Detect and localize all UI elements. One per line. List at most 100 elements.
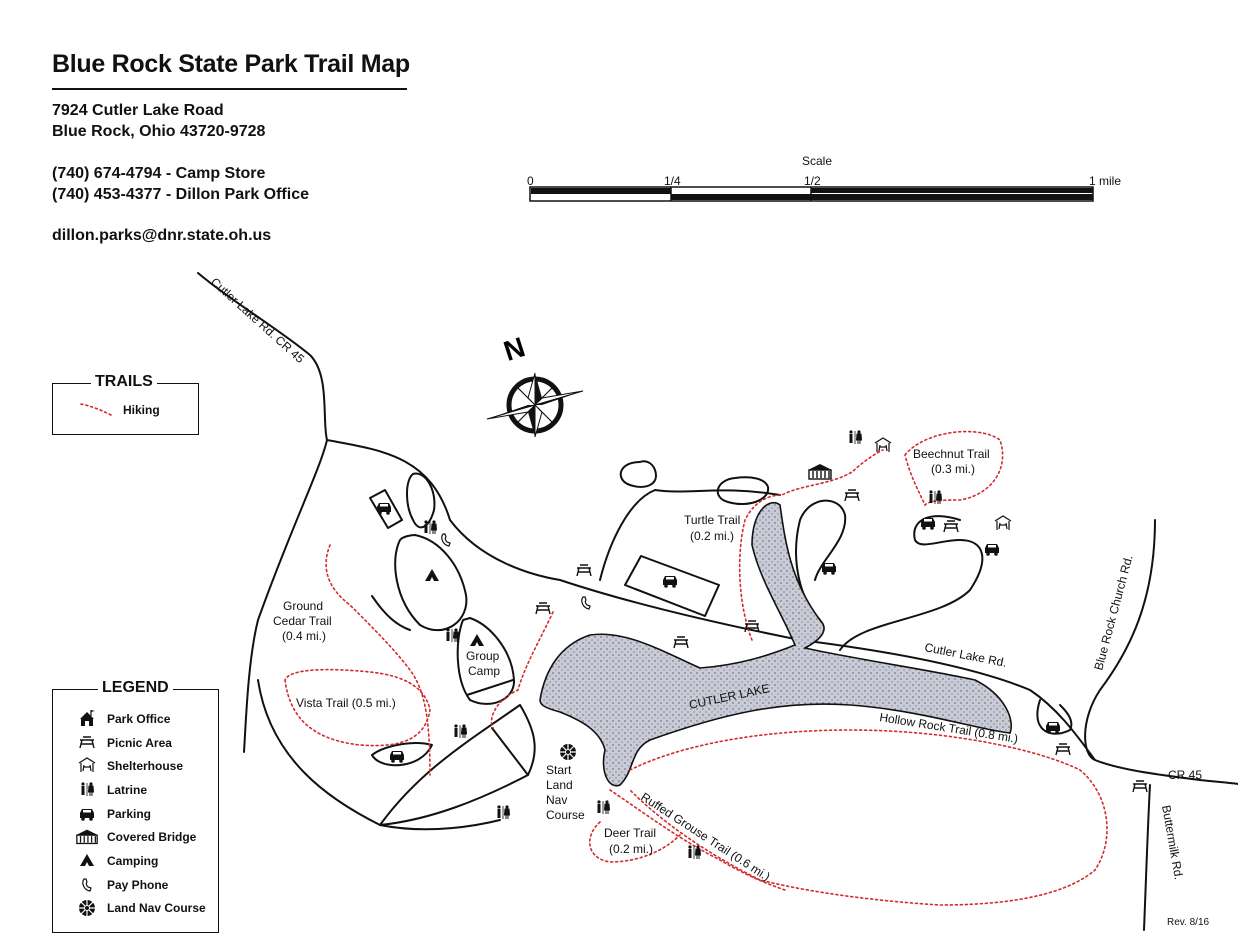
road-east-loop [839, 515, 984, 651]
picnic-area-icon [1132, 780, 1148, 793]
legend-label: Picnic Area [107, 736, 172, 750]
trail-vista [284, 668, 431, 747]
scale-bar: Scale 0 1/4 1/2 1 mile [527, 154, 1121, 202]
legend-item-pay-phone: Pay Phone [75, 875, 168, 895]
hiking-line-icon [80, 403, 112, 416]
scale-segment-3b [811, 194, 1093, 200]
label-blue-rock-church-rd: Blue Rock Church Rd. [1091, 553, 1135, 671]
trail-turtle [738, 449, 884, 641]
covered-bridge-icon [807, 463, 833, 480]
covered-bridge-icon [75, 828, 99, 845]
latrine-icon [445, 627, 459, 643]
label-ruffed-grouse-trail: Ruffed Grouse Trail (0.6 mi.) [638, 790, 772, 884]
label-turtle-length: (0.2 mi.) [690, 529, 734, 543]
label-beechnut-length: (0.3 mi.) [931, 462, 975, 476]
road-north-spur [599, 489, 781, 581]
legend-label: Parking [107, 807, 152, 821]
latrine-icon [496, 804, 510, 820]
legend: LEGEND Park Office Picnic Area Shelterho… [52, 679, 219, 933]
parking-icon [822, 563, 836, 575]
scale-title: Scale [802, 154, 832, 168]
road-vista-parking [371, 742, 433, 767]
label-buttermilk-rd: Buttermilk Rd. [1159, 804, 1186, 881]
legend-item-shelterhouse: Shelterhouse [75, 756, 183, 776]
picnic-area-icon [673, 636, 689, 649]
label-start-4: Course [546, 808, 585, 822]
land-nav-course-icon [559, 743, 577, 761]
trails-key: TRAILS Hiking [52, 373, 199, 435]
picnic-area-icon [535, 602, 551, 615]
label-start-2: Land [546, 778, 573, 792]
trail-beechnut [904, 430, 1004, 507]
parking-icon [390, 751, 404, 763]
park-email: dillon.parks@dnr.state.oh.us [52, 227, 272, 244]
parking-icon [80, 809, 94, 821]
road-parking-north [369, 489, 403, 529]
pay-phone-icon [82, 878, 92, 892]
legend-label: Covered Bridge [107, 830, 197, 844]
scale-label-mile: 1 mile [1089, 174, 1121, 188]
road-turtle-loop-b [716, 476, 770, 506]
road-parking-lot [624, 555, 720, 617]
latrine-icon [453, 723, 467, 739]
scale-segment-2 [671, 194, 811, 200]
trails-key-hiking-label: Hiking [123, 403, 160, 417]
scale-label-0: 0 [527, 174, 534, 188]
road-group-camp-divider [466, 679, 514, 696]
title-divider [52, 88, 407, 90]
phone-park-office: (740) 453-4377 - Dillon Park Office [52, 186, 309, 203]
label-cutler-lake-rd-cr45: Cutler Lake Rd. CR 45 [208, 275, 307, 366]
legend-label: Pay Phone [107, 878, 169, 892]
parking-icon [921, 518, 935, 530]
label-group-camp-2: Camp [468, 664, 500, 678]
latrine-icon [687, 844, 701, 860]
road-south-spur [379, 704, 536, 826]
label-vista-trail: Vista Trail (0.5 mi.) [296, 696, 396, 710]
scale-label-quarter: 1/4 [664, 174, 681, 188]
label-ground-cedar-1: Ground [283, 599, 323, 613]
road-buttermilk [1143, 784, 1151, 931]
north-arrow-icon [486, 372, 584, 438]
scale-label-half: 1/2 [804, 174, 821, 188]
address-line-2: Blue Rock, Ohio 43720-9728 [52, 123, 266, 140]
road-turtle-loop-a [619, 460, 657, 488]
road-blue-rock-church [1084, 519, 1156, 761]
trail-ruffed-grouse [609, 789, 786, 891]
road-cutler-lake-cr45-north [197, 272, 328, 753]
cutler-lake [539, 501, 1012, 787]
parking-icon [663, 576, 677, 588]
latrine-icon [423, 519, 437, 535]
parking-icon [377, 503, 391, 515]
camping-icon [80, 854, 94, 866]
label-start-1: Start [546, 763, 572, 777]
label-cr45-east: CR 45 [1168, 768, 1202, 782]
park-phones: (740) 674-4794 - Camp Store (740) 453-43… [52, 163, 309, 205]
camping-icon [470, 634, 484, 646]
label-group-camp-1: Group [466, 649, 500, 663]
land-nav-course-icon [78, 899, 96, 917]
phone-camp-store: (740) 674-4794 - Camp Store [52, 165, 266, 182]
legend-item-picnic-area: Picnic Area [75, 733, 172, 753]
scale-segment-3a [811, 188, 1093, 193]
label-start-3: Nav [546, 793, 567, 807]
picnic-area-icon [1055, 743, 1071, 756]
road-camp-spur [371, 595, 411, 631]
road-group-camp [456, 617, 516, 705]
label-turtle-trail: Turtle Trail [684, 513, 740, 527]
legend-label: Park Office [107, 712, 171, 726]
latrine-icon [80, 781, 94, 797]
picnic-area-icon [844, 489, 860, 502]
legend-item-latrine: Latrine [75, 780, 147, 800]
shelterhouse-icon [78, 757, 96, 773]
latrine-icon [596, 799, 610, 815]
road-cutler-lake-main [326, 439, 1238, 785]
trail-deer [588, 821, 681, 863]
trails-key-title: TRAILS [91, 373, 157, 391]
revision-note: Rev. 8/16 [1167, 917, 1210, 928]
legend-label: Camping [107, 854, 159, 868]
scale-segment-1 [531, 188, 671, 193]
legend-title: LEGEND [98, 679, 173, 697]
trail-ground-cedar [325, 544, 431, 776]
park-address: 7924 Cutler Lake Road Blue Rock, Ohio 43… [52, 100, 265, 142]
